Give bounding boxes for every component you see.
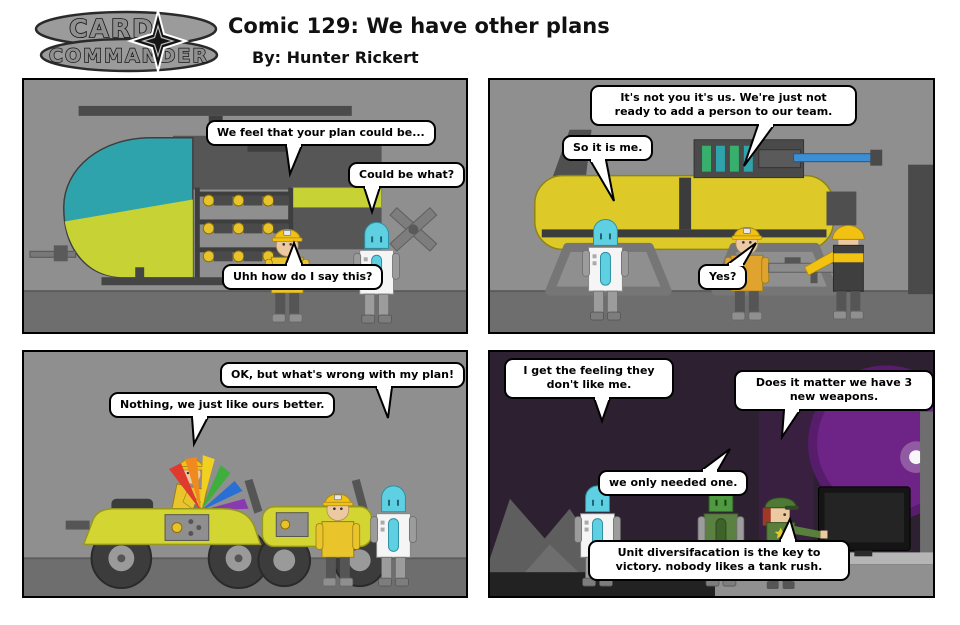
speech-text: Yes? (709, 270, 737, 283)
speech-bubble: Unit diversifacation is the key to victo… (588, 516, 850, 581)
comic-byline: By: Hunter Rickert (252, 48, 419, 67)
panel-4: I get the feeling they don't like me. Do… (488, 350, 935, 598)
prototype-weapon (693, 139, 883, 179)
logo-text-commander: COMMANDER (49, 45, 209, 67)
speech-bubble: Nothing, we just like ours better. (109, 392, 336, 448)
monitor (818, 486, 911, 557)
helicopter (29, 105, 438, 286)
panel-1-art (24, 80, 466, 332)
speech-bubble: It's not you it's us. We're just not rea… (590, 85, 857, 167)
speech-bubble: I get the feeling they don't like me. (504, 358, 674, 424)
light-glare (909, 450, 924, 465)
speech-bubble: Uhh how do I say this? (222, 240, 384, 291)
panel-2: It's not you it's us. We're just not rea… (488, 78, 935, 334)
speech-bubble: Could be what? (348, 162, 466, 216)
window-frame (920, 411, 933, 561)
tail-rotor (389, 207, 438, 252)
speech-bubble: we only needed one. (598, 448, 749, 497)
speech-text: So it is me. (573, 141, 643, 154)
hangar-structure (908, 164, 933, 295)
speech-bubble: We feel that your plan could be... (206, 120, 436, 179)
speech-text: we only needed one. (609, 476, 738, 489)
card-commander-logo: CARD COMMANDER (34, 7, 219, 75)
panel-1: We feel that your plan could be... Could… (22, 78, 468, 334)
speech-bubble: Does it matter we have 3 new weapons. (734, 370, 933, 441)
weld-sparks (169, 455, 249, 511)
speech-text: Nothing, we just like ours better. (120, 398, 325, 411)
comic-title: Comic 129: We have other plans (228, 14, 610, 38)
speech-text: Does it matter we have 3 new weapons. (755, 376, 913, 404)
speech-bubble: Yes? (698, 242, 757, 291)
speech-text: Unit diversifacation is the key to victo… (615, 546, 823, 574)
motorcycle-left (65, 478, 270, 590)
speech-text: I get the feeling they don't like me. (523, 364, 655, 392)
panel-3-art (24, 352, 466, 596)
star-icon (126, 7, 190, 75)
speech-text: Uhh how do I say this? (233, 270, 373, 283)
panel-2-art (490, 80, 933, 332)
speech-text: Could be what? (359, 168, 455, 181)
speech-text: We feel that your plan could be... (217, 126, 425, 139)
rocks (490, 498, 612, 579)
panel-3: OK, but what's wrong with my plan! Nothi… (22, 350, 468, 598)
speech-text: OK, but what's wrong with my plan! (231, 368, 455, 381)
speech-bubble: So it is me. (562, 135, 654, 202)
soldier-character (768, 224, 865, 320)
speech-text: It's not you it's us. We're just not rea… (614, 91, 833, 119)
speech-bubble: OK, but what's wrong with my plan! (220, 362, 466, 419)
